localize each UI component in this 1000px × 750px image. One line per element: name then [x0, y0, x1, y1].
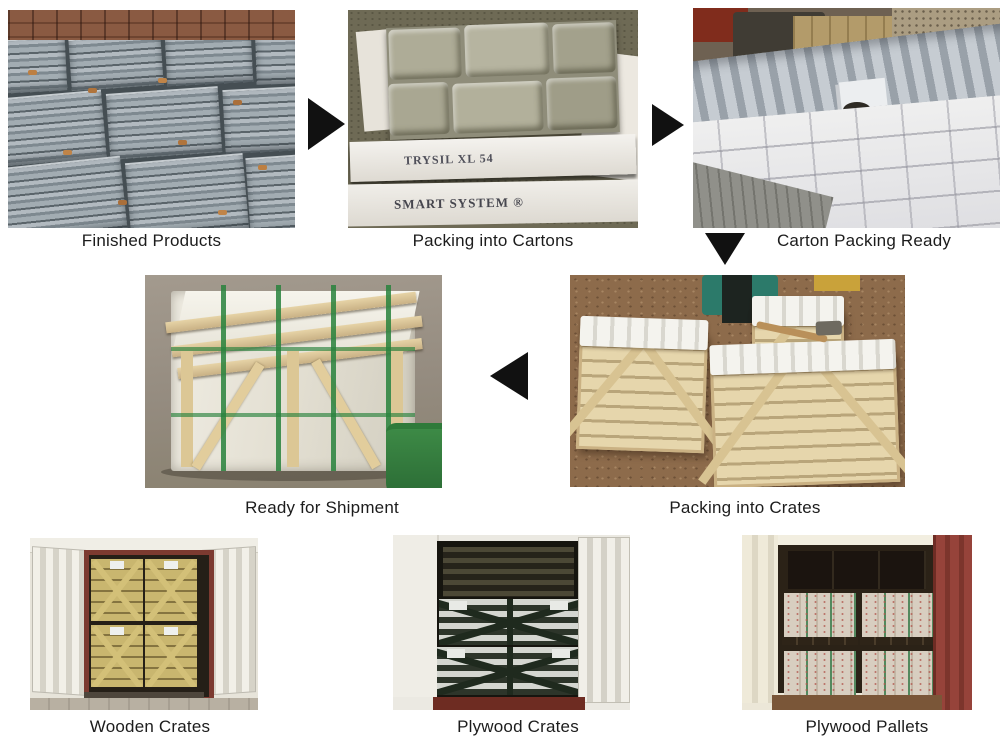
- container-wall: [393, 535, 439, 697]
- stone-stack: [8, 155, 128, 228]
- caption-packing-crates: Packing into Crates: [669, 498, 821, 517]
- caption-ready-shipment: Ready for Shipment: [245, 498, 399, 517]
- stone-stack: [245, 154, 295, 228]
- wooden-crate: [91, 559, 143, 621]
- stone-stack: [222, 85, 295, 155]
- crate-post: [507, 647, 514, 695]
- crate-label: [110, 561, 124, 569]
- carton-brand-text: TRYSIL XL 54: [403, 150, 494, 167]
- ready-for-shipment-photo: [145, 275, 442, 488]
- packing-into-crates-photo: [570, 275, 905, 487]
- stone-stack: [105, 86, 223, 160]
- caption-wooden-crates: Wooden Crates: [89, 717, 211, 736]
- stone-stack: [68, 32, 164, 92]
- container-interior: [778, 545, 936, 703]
- stone-stack: [124, 153, 250, 228]
- container-floor: [772, 695, 942, 710]
- container-floor: [433, 697, 585, 710]
- arrow-right-icon: [308, 98, 345, 150]
- caption-plywood-pallets: Plywood Pallets: [805, 717, 929, 736]
- wrapped-crate: [165, 285, 423, 471]
- crate-label: [110, 627, 124, 635]
- wooden-crate: [145, 625, 197, 687]
- carton-packing-ready-photo: [693, 8, 1000, 228]
- green-straps: [171, 285, 415, 471]
- carton-box-trysil: TRYSIL XL 54: [349, 134, 637, 182]
- plywood-pallets-photo: [742, 535, 972, 710]
- stone-stack: [8, 36, 68, 94]
- container-door: [578, 537, 630, 703]
- pallet-stack: [782, 593, 858, 645]
- plywood-crate-row: [439, 599, 578, 645]
- container-wall: [742, 535, 778, 703]
- container-sill: [84, 692, 204, 699]
- stone-stack: [255, 35, 295, 85]
- wooden-crate: [570, 315, 725, 454]
- carton-box-smart-system: SMART SYSTEM ®: [348, 179, 638, 227]
- stone-stack: [8, 89, 107, 167]
- brick-wall: [8, 10, 295, 40]
- pallet-stack: [860, 651, 936, 703]
- stone-piece: [388, 27, 462, 80]
- crate-post: [507, 599, 514, 645]
- crate-label: [164, 561, 178, 569]
- upper-boxes: [788, 551, 926, 589]
- pallet-base: [860, 637, 936, 645]
- plywood-crate-row: [437, 647, 580, 695]
- crate-label: [164, 627, 178, 635]
- pallet-stack: [782, 651, 858, 703]
- wooden-crate: [91, 625, 143, 687]
- arrow-left-icon: [490, 352, 528, 400]
- green-bucket: [386, 423, 442, 488]
- caption-plywood-crates: Plywood Crates: [457, 717, 579, 736]
- stone-piece: [552, 22, 616, 75]
- stone-panel: [386, 20, 620, 140]
- wrapped-stone-contents: [579, 315, 709, 351]
- arrow-right-icon: [652, 104, 684, 146]
- carton-system-text: SMART SYSTEM ®: [393, 194, 525, 212]
- ground: [30, 698, 258, 710]
- container-interior: [437, 541, 580, 697]
- caption-carton-ready: Carton Packing Ready: [776, 231, 952, 250]
- stone-piece: [464, 22, 550, 78]
- stone-piece: [545, 76, 618, 131]
- container-opening: [84, 550, 214, 702]
- crate-label: [550, 601, 568, 610]
- container-top: [742, 535, 972, 547]
- machine-part: [722, 275, 752, 323]
- crate-label: [447, 649, 465, 658]
- rust-flecks: [28, 70, 37, 75]
- container-door: [32, 546, 86, 696]
- arrow-down-icon: [705, 233, 745, 265]
- yellow-equipment: [814, 275, 860, 291]
- finished-products-photo: [8, 10, 295, 228]
- stone-piece: [388, 81, 450, 136]
- upper-crates: [443, 547, 574, 597]
- wooden-crate: [145, 559, 197, 621]
- caption-packing-cartons: Packing into Cartons: [412, 231, 574, 250]
- wooden-crates-photo: [30, 538, 258, 710]
- pallet-stack: [860, 593, 936, 645]
- stone-piece: [452, 80, 544, 134]
- wooden-crate: [698, 320, 905, 487]
- pallet-base: [782, 637, 858, 645]
- container-door: [933, 535, 972, 710]
- hammer-head: [815, 320, 843, 336]
- plywood-crates-photo: [393, 535, 630, 710]
- crate-label: [449, 601, 467, 610]
- packing-cartons-photo: TRYSIL XL 54 SMART SYSTEM ®: [348, 10, 638, 228]
- caption-finished-products: Finished Products: [81, 231, 222, 250]
- crate-label: [552, 649, 570, 658]
